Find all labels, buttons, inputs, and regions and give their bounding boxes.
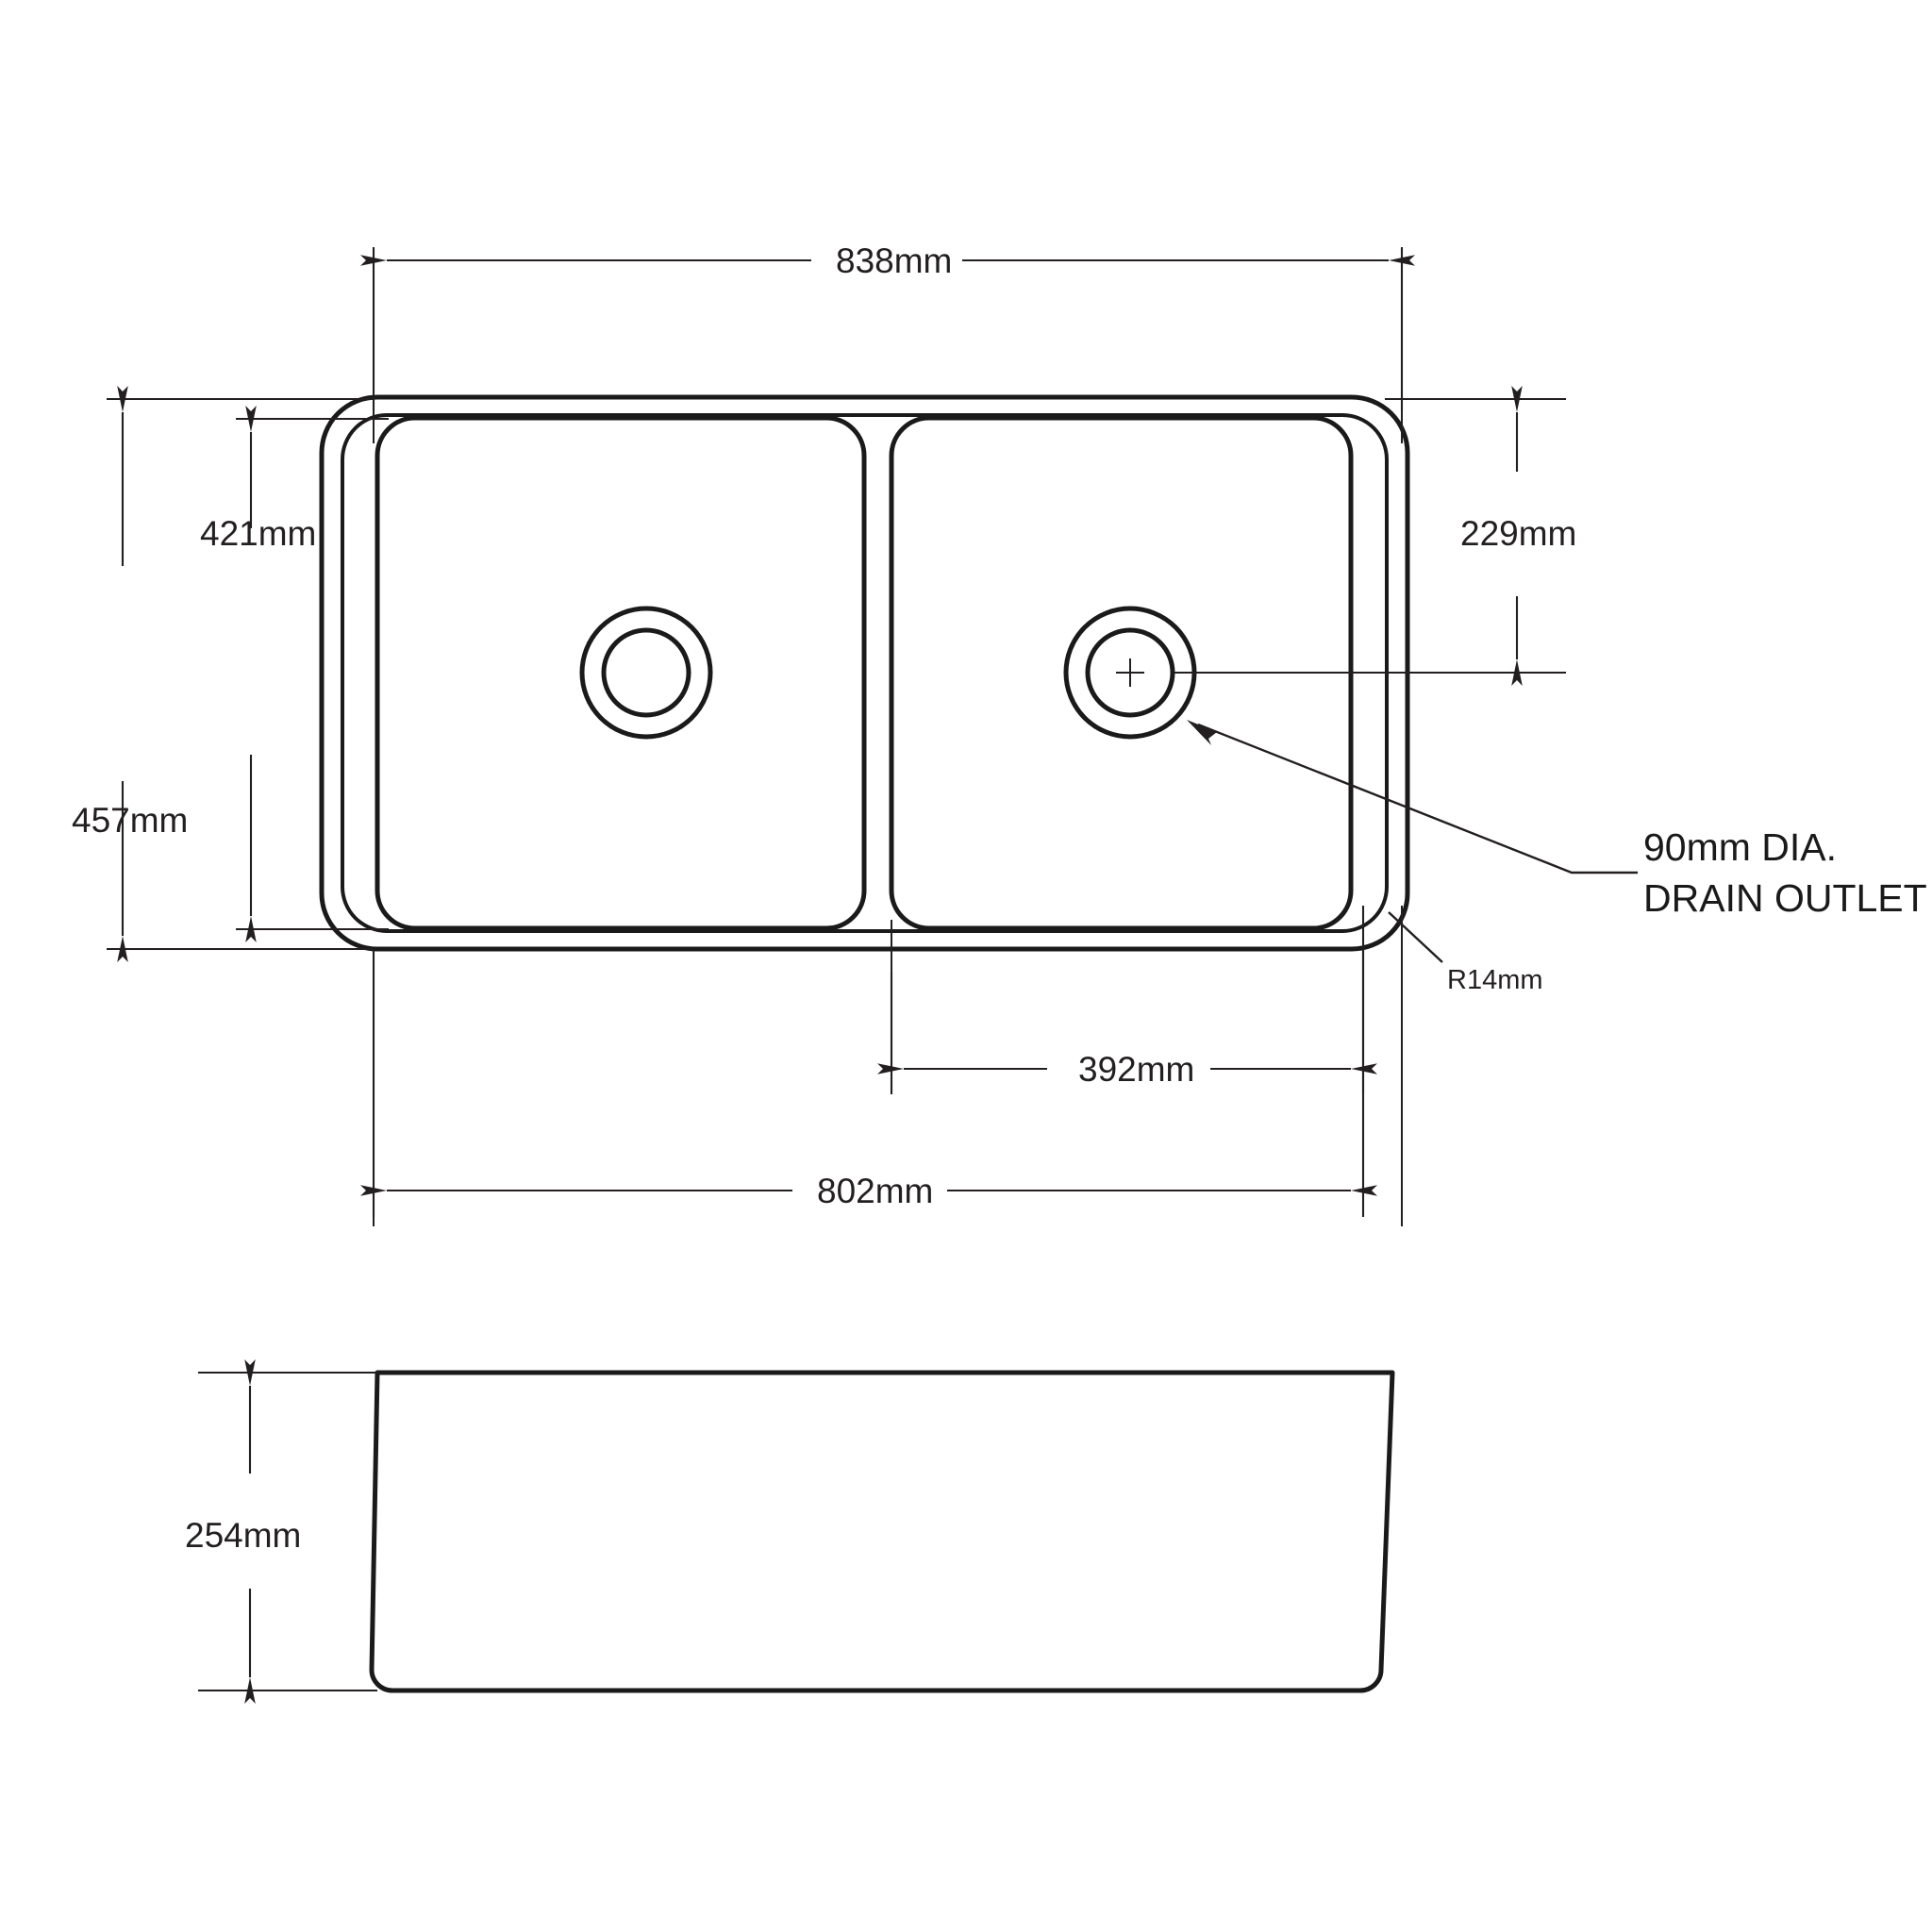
plan-view-sink-outline [319,394,1410,952]
construction-crosshairs [373,366,1403,1226]
right-bowl-outline [889,415,1354,931]
dim-label-421: 421mm [200,514,316,553]
dim-inner-width-802: 802mm [360,949,1377,1217]
note-corner-radius: R14mm [1388,911,1543,995]
radius-leader-line [1388,911,1443,963]
dim-label-254: 254mm [185,1516,301,1555]
dim-overall-height-457: 457mm [72,386,373,962]
front-elevation-view [369,1370,1395,1693]
dim-drain-from-top-229: 229mm [1174,386,1576,686]
note-r14: R14mm [1447,965,1543,995]
dim-overall-width-838: 838mm [360,242,1415,411]
note-drain-line1: 90mm DIA. [1643,825,1837,869]
dim-drain-offset-392: 392mm [877,906,1377,1094]
left-drain-outer-circle [579,606,713,740]
dim-label-392: 392mm [1078,1050,1194,1089]
dim-label-457: 457mm [72,801,188,840]
note-drain-line2: DRAIN OUTLET [1643,876,1927,920]
right-drain-crosshair [1116,658,1144,687]
dim-label-229: 229mm [1460,514,1576,553]
right-drain-inner-circle [1085,627,1175,718]
elevation-body-outline [369,1370,1395,1693]
dim-bowl-height-421: 421mm [200,406,389,942]
left-bowl-outline [375,415,867,931]
sink-inner-ledge [341,413,1389,933]
left-bowl [375,415,867,931]
right-bowl [889,415,1354,931]
left-drain-inner-circle [601,627,691,718]
dim-label-802: 802mm [817,1172,933,1210]
dim-section-depth-254: 254mm [185,1359,377,1704]
drain-outlet-leader-arrow [1187,720,1217,745]
drain-outlet-leader-line [1197,723,1638,874]
dim-label-838: 838mm [836,242,952,280]
sink-rim-outline [319,394,1410,952]
note-drain-outlet: 90mm DIA. DRAIN OUTLET [1187,720,1927,920]
